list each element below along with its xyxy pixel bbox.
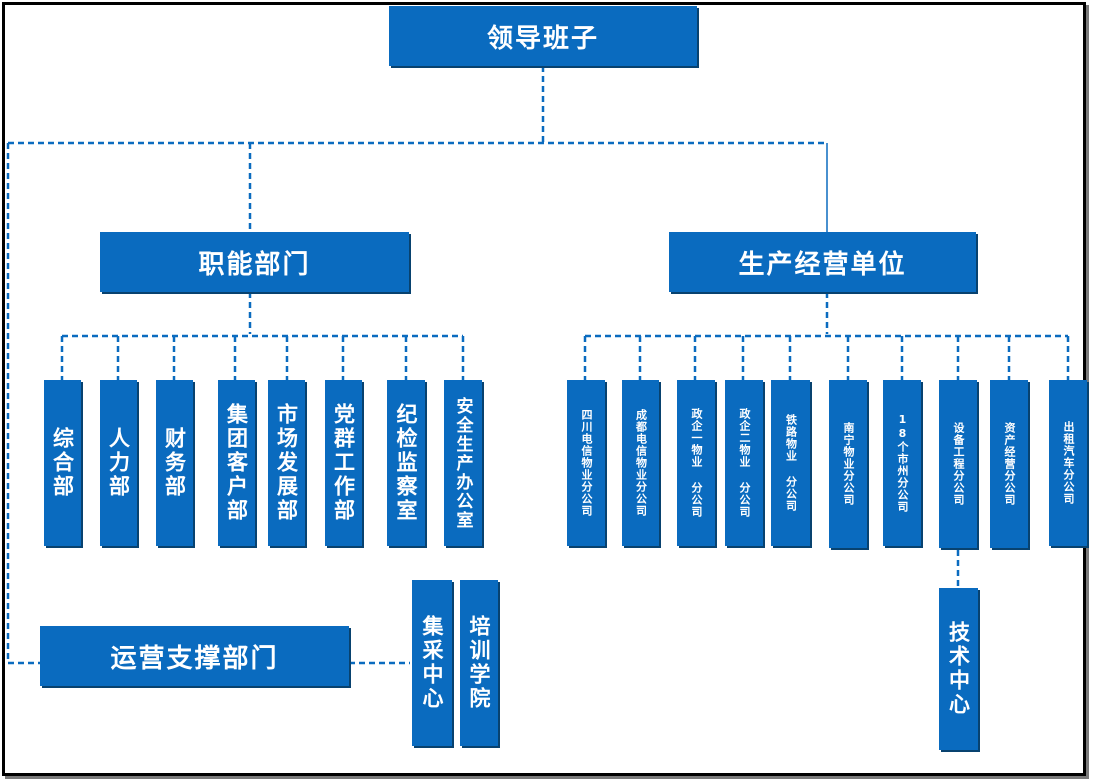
- functional-unit: 纪检监察室: [387, 380, 425, 546]
- production-unit: 南宁物业分公司: [829, 380, 867, 548]
- connector-functional-drops: [60, 336, 465, 380]
- connector-production-drops: [583, 336, 1070, 380]
- functional-unit: 集团客户部: [218, 380, 255, 546]
- support-dept-label: 运营支撑部门: [110, 643, 279, 674]
- support-unit: 集采中心: [412, 580, 452, 746]
- production-unit: 政企二物业 分公司: [725, 380, 763, 546]
- technical-center-label: 技术中心: [946, 621, 971, 717]
- technical-center-box: 技术中心: [939, 588, 978, 750]
- functional-unit: 安全生产办公室: [444, 380, 482, 546]
- production-unit-label: 生产经营单位: [738, 249, 907, 280]
- production-unit: 出租汽车分公司: [1049, 380, 1087, 546]
- leadership-label: 领导班子: [486, 23, 599, 54]
- production-unit: 铁路物业 分公司: [771, 380, 810, 546]
- support-dept-box: 运营支撑部门: [40, 626, 349, 686]
- functional-unit: 人力部: [100, 380, 137, 546]
- production-unit: 成都电信物业分公司: [622, 380, 659, 546]
- support-unit: 培训学院: [460, 580, 498, 746]
- leadership-box: 领导班子: [389, 6, 697, 66]
- functional-unit: 市场发展部: [268, 380, 305, 546]
- production-unit: 资产经营分公司: [990, 380, 1028, 548]
- functional-dept-box: 职能部门: [100, 232, 409, 292]
- functional-unit: 财务部: [156, 380, 193, 546]
- functional-unit: 综合部: [44, 380, 81, 546]
- connector-support-left: [6, 143, 40, 665]
- production-unit-box: 生产经营单位: [669, 232, 976, 292]
- production-unit: 政企一物业 分公司: [677, 380, 715, 546]
- production-unit: 设备工程分公司: [939, 380, 977, 548]
- functional-unit: 党群工作部: [325, 380, 362, 546]
- functional-dept-label: 职能部门: [198, 249, 311, 280]
- production-unit: 18个市州分公司: [883, 380, 921, 546]
- production-unit: 四川电信物业分公司: [567, 380, 605, 546]
